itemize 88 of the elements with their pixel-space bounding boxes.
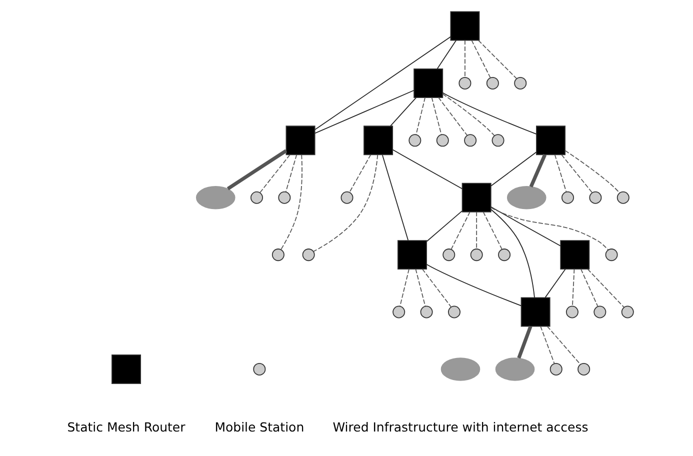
connector [476, 211, 477, 250]
connector [436, 40, 456, 70]
connector [258, 154, 290, 194]
connector [470, 40, 490, 78]
node-circle [565, 306, 578, 318]
node-circle [616, 191, 629, 204]
node-box [111, 354, 140, 384]
node-circle [420, 306, 432, 318]
node-circle [458, 76, 471, 90]
connector [450, 211, 470, 250]
node-circle [620, 306, 634, 318]
connector [314, 36, 451, 130]
legend-label: Static Mesh Router [66, 419, 185, 434]
connector [414, 268, 426, 307]
node-circle [392, 306, 405, 318]
connector [586, 268, 624, 308]
node-circle [436, 134, 448, 147]
node-circle [593, 306, 606, 318]
connector [490, 152, 536, 186]
connector [477, 40, 517, 79]
node-circle [250, 191, 262, 204]
connector [490, 207, 608, 250]
node-circle [491, 134, 504, 147]
connector [544, 268, 566, 298]
connector [482, 211, 502, 250]
connector [546, 326, 580, 365]
node-box [413, 68, 443, 98]
connector [580, 268, 598, 307]
node-circle [302, 248, 314, 262]
node-box [285, 126, 315, 156]
node-circle [340, 191, 353, 204]
node-box [397, 240, 426, 270]
connector [540, 326, 554, 364]
node-circle [464, 134, 476, 147]
node-circle [514, 76, 526, 90]
connector [490, 206, 560, 246]
connector [560, 154, 592, 194]
node-box [520, 297, 550, 327]
connector [464, 40, 465, 78]
connector [572, 268, 574, 307]
node-circle [604, 248, 618, 262]
node-circle [408, 134, 421, 147]
connector [426, 264, 521, 306]
node-box [560, 240, 590, 270]
connector [426, 210, 462, 242]
connector [528, 154, 546, 188]
legend-label: Mobile Station [214, 419, 304, 434]
node-circle [549, 362, 562, 376]
node-circle [252, 362, 266, 376]
node-circle [442, 248, 455, 262]
node-box [363, 126, 393, 156]
node-circle [470, 248, 482, 262]
node-cloud [195, 186, 235, 210]
connector [442, 92, 536, 135]
connector [442, 93, 494, 136]
node-cloud [506, 186, 546, 210]
node-circle [278, 191, 290, 204]
connector [312, 154, 378, 252]
connector [280, 154, 302, 250]
connector [438, 97, 468, 136]
node-circle [560, 191, 574, 204]
node-circle [577, 362, 590, 376]
connector [226, 149, 287, 190]
connector [399, 268, 409, 307]
connector [430, 97, 442, 135]
connector [564, 150, 620, 194]
connector [390, 97, 416, 126]
connector [392, 149, 462, 190]
connector [382, 154, 408, 241]
node-circle [588, 191, 602, 204]
node-cloud [494, 358, 534, 381]
node-box [461, 182, 491, 212]
connector [314, 90, 414, 134]
connector [415, 97, 426, 135]
node-circle [498, 248, 510, 262]
node-circle [447, 306, 460, 318]
node-cloud [440, 358, 480, 381]
connector [348, 154, 371, 193]
connector [516, 326, 532, 359]
connector [490, 209, 534, 298]
node-box [536, 126, 565, 156]
legend-label: Wired Infrastructure with internet access [332, 419, 588, 434]
node-circle [271, 248, 284, 262]
connector [554, 154, 566, 192]
connector [284, 154, 297, 192]
node-circle [486, 76, 498, 90]
node-box [450, 11, 480, 41]
connector [421, 268, 451, 308]
